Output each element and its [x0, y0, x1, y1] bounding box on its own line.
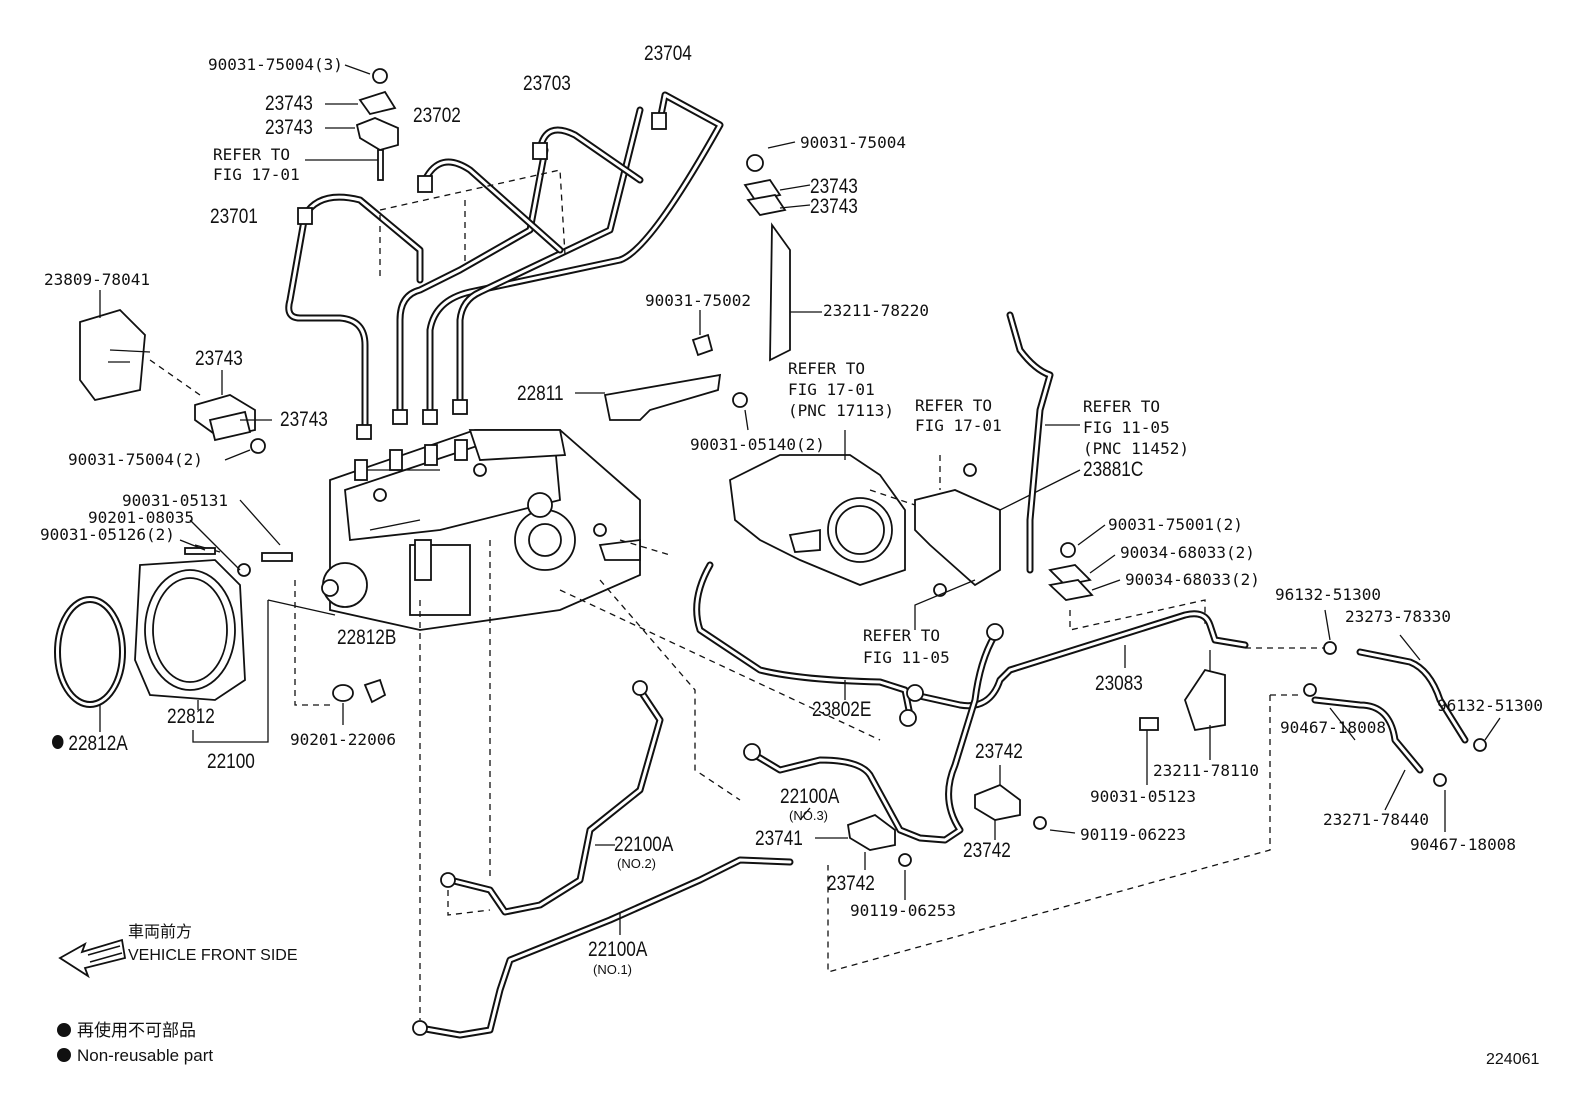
part-label-text: 22812A [68, 732, 128, 755]
part-label: 90031-75002 [645, 291, 751, 310]
part-label: 23743 [265, 116, 313, 139]
front-side-label-jp: 車両前方 [128, 924, 193, 941]
refer-label: (PNC 11452) [1083, 439, 1189, 458]
part-label: 23742 [827, 872, 875, 895]
part-label: 22100 [207, 750, 255, 773]
figure-number: 224061 [1486, 1051, 1540, 1068]
refer-label: FIG 11-05 [863, 648, 950, 667]
non-reusable-legend: Non-reusable part [57, 1047, 213, 1064]
part-label: 90031-05123 [1090, 787, 1196, 806]
fuel-pipes [693, 561, 1325, 844]
bracket-23211-78110 [1139, 650, 1226, 785]
part-label: 23742 [963, 839, 1011, 862]
part-label: 90467-18008 [1410, 835, 1516, 854]
non-reusable-dot-icon [57, 1047, 71, 1062]
part-label: 23802E [812, 698, 872, 721]
part-label: 90034-68033(2) [1125, 570, 1260, 589]
part-label: 23741 [755, 827, 803, 850]
part-label: 23743 [280, 408, 328, 431]
part-label: 90031-05140(2) [690, 435, 825, 454]
part-label: 90467-18008 [1280, 718, 1386, 737]
part-label: 23704 [644, 42, 692, 65]
part-label: 96132-51300 [1275, 585, 1381, 604]
non-reusable-dot-icon [57, 1022, 71, 1037]
vehicle-front-arrow-icon [58, 938, 127, 979]
clamps-23742 [815, 765, 1076, 900]
refer-label: REFER TO [915, 396, 993, 415]
part-label: (NO.2) [617, 856, 656, 871]
part-label: 23743 [810, 195, 858, 218]
part-label: 23703 [523, 72, 571, 95]
part-label: 90031-75001(2) [1108, 515, 1243, 534]
part-label: 23881C [1083, 458, 1144, 481]
part-label: 23273-78330 [1345, 607, 1451, 626]
part-label: 90031-05126(2) [40, 525, 175, 544]
part-label: 96132-51300 [1437, 696, 1543, 715]
drive-housing [54, 499, 387, 743]
part-label: 23271-78440 [1323, 810, 1429, 829]
part-label: 23211-78110 [1153, 761, 1259, 780]
legend-text: Non-reusable part [77, 1046, 214, 1065]
part-label: 22100A [614, 833, 674, 856]
injection-pump [321, 429, 641, 631]
part-label: 22812B [337, 626, 397, 649]
bracket-22811 [575, 373, 749, 431]
top-clamps [305, 64, 399, 181]
part-label: 90031-75004 [800, 133, 906, 152]
part-label: 23743 [195, 347, 243, 370]
refer-label: REFER TO [788, 359, 866, 378]
part-label: 22100A [588, 938, 648, 961]
part-label: 90031-75004(2) [68, 450, 203, 469]
dipstick-tube [1006, 311, 1080, 574]
non-reusable-legend-jp: 再使用不可部品 [57, 1022, 196, 1039]
part-label: 23809-78041 [44, 270, 150, 289]
part-label: 90119-06253 [850, 901, 956, 920]
part-label: 90119-06223 [1080, 825, 1186, 844]
part-label: 23211-78220 [823, 301, 929, 320]
refer-label: (PNC 17113) [788, 401, 894, 420]
part-label: 90031-75004(3) [208, 55, 343, 74]
part-label: 90031-05131 [122, 491, 228, 510]
refer-label: FIG 17-01 [788, 380, 875, 399]
part-label: 23701 [210, 205, 258, 228]
part-label: 23702 [413, 104, 461, 127]
refer-label: FIG 11-05 [1083, 418, 1170, 437]
injection-pipes [285, 91, 724, 440]
clamps-right [1048, 524, 1206, 631]
refer-label: FIG 17-01 [915, 416, 1002, 435]
non-reusable-dot-icon [52, 735, 64, 750]
part-label: 90034-68033(2) [1120, 543, 1255, 562]
part-label: 90201-22006 [290, 730, 396, 749]
refer-label: REFER TO [1083, 397, 1161, 416]
part-label: 23083 [1095, 672, 1143, 695]
part-label: 23742 [975, 740, 1023, 763]
part-label: 90201-08035 [88, 508, 194, 527]
bracket-23809 [79, 290, 272, 461]
front-side-label: VEHICLE FRONT SIDE [128, 947, 298, 964]
part-label: 23743 [265, 92, 313, 115]
part-label: 22812 [167, 705, 215, 728]
part-label: 22811 [517, 382, 564, 405]
part-label: 23743 [810, 175, 858, 198]
stay-23211-78220 [691, 141, 822, 362]
governor-housing [729, 430, 1081, 630]
part-label: (NO.1) [593, 962, 632, 977]
part-label: (NO.3) [789, 808, 828, 823]
refer-label: REFER TO [213, 145, 291, 164]
part-label: 22100A [780, 785, 840, 808]
lower-fuel-pipes [412, 539, 881, 1039]
refer-label: REFER TO [863, 626, 941, 645]
refer-label: FIG 17-01 [213, 165, 300, 184]
part-label: 22812A [52, 733, 128, 754]
legend-text: 再使用不可部品 [77, 1021, 196, 1040]
hoses-right [827, 609, 1501, 973]
